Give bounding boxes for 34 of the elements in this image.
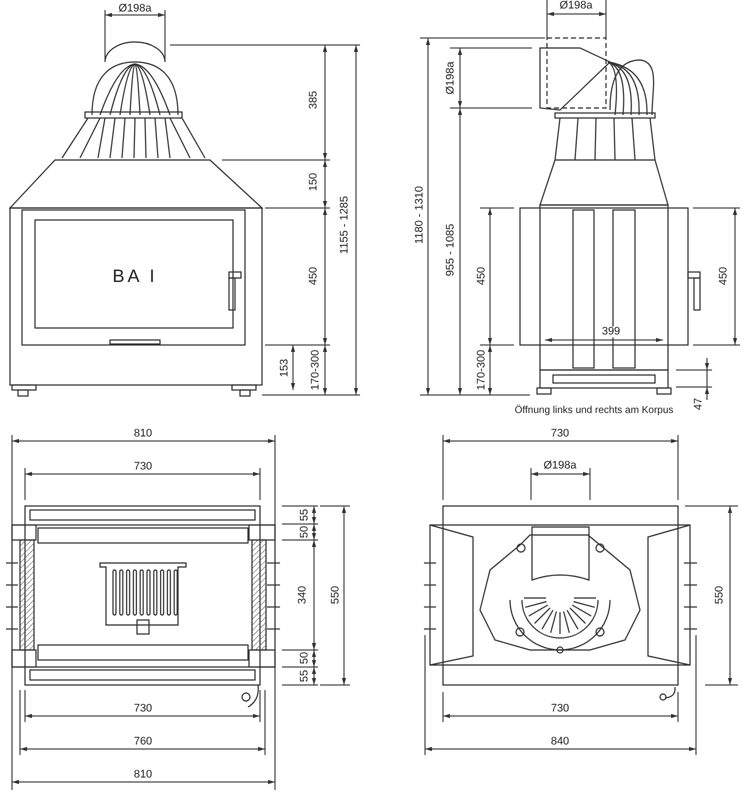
dimension-label: 340	[298, 586, 308, 604]
dimension-label: 450	[308, 266, 320, 286]
dimension-label: Ø198a	[543, 460, 577, 472]
dimension-label: 170-300	[310, 350, 322, 390]
dimension-label: 1155 - 1285	[340, 196, 350, 254]
dimension-label: 385	[308, 90, 320, 110]
dimension-label: 730	[550, 428, 570, 440]
dimension-label: 450	[718, 266, 730, 286]
dimension-label: 810	[134, 428, 152, 440]
dimension-label: Ø198a	[559, 0, 593, 12]
note-text: Öffnung links und rechts am Korpus	[514, 406, 674, 416]
dimension-label: 55	[300, 508, 310, 522]
dimension-label: 170-300	[476, 350, 488, 390]
dimension-label: 55	[300, 670, 310, 682]
dimension-label: 150	[308, 172, 320, 192]
dimension-label: 153	[280, 358, 290, 378]
dimension-label: Ø198a	[446, 61, 456, 95]
dimension-label: 730	[134, 462, 152, 472]
dimension-label: 450	[476, 266, 488, 286]
dimension-label: Ø198a	[118, 4, 152, 14]
dimension-label: 760	[134, 736, 152, 748]
dimension-label: 399	[600, 326, 622, 338]
dimension-label: 730	[550, 704, 570, 714]
dimension-label: 47	[694, 398, 704, 410]
dimension-label: 955 - 1085	[446, 224, 456, 276]
dimension-label: 840	[550, 736, 570, 748]
dimension-label: 50	[300, 526, 310, 538]
dimension-label: 730	[134, 704, 152, 714]
dimension-label: 550	[330, 586, 342, 604]
dimension-label: 1180 - 1310	[414, 186, 426, 244]
dimension-label: 550	[714, 586, 726, 604]
dimension-label: 810	[134, 770, 152, 780]
door-marking: BA I	[112, 267, 158, 285]
dimension-label: 50	[300, 652, 310, 664]
